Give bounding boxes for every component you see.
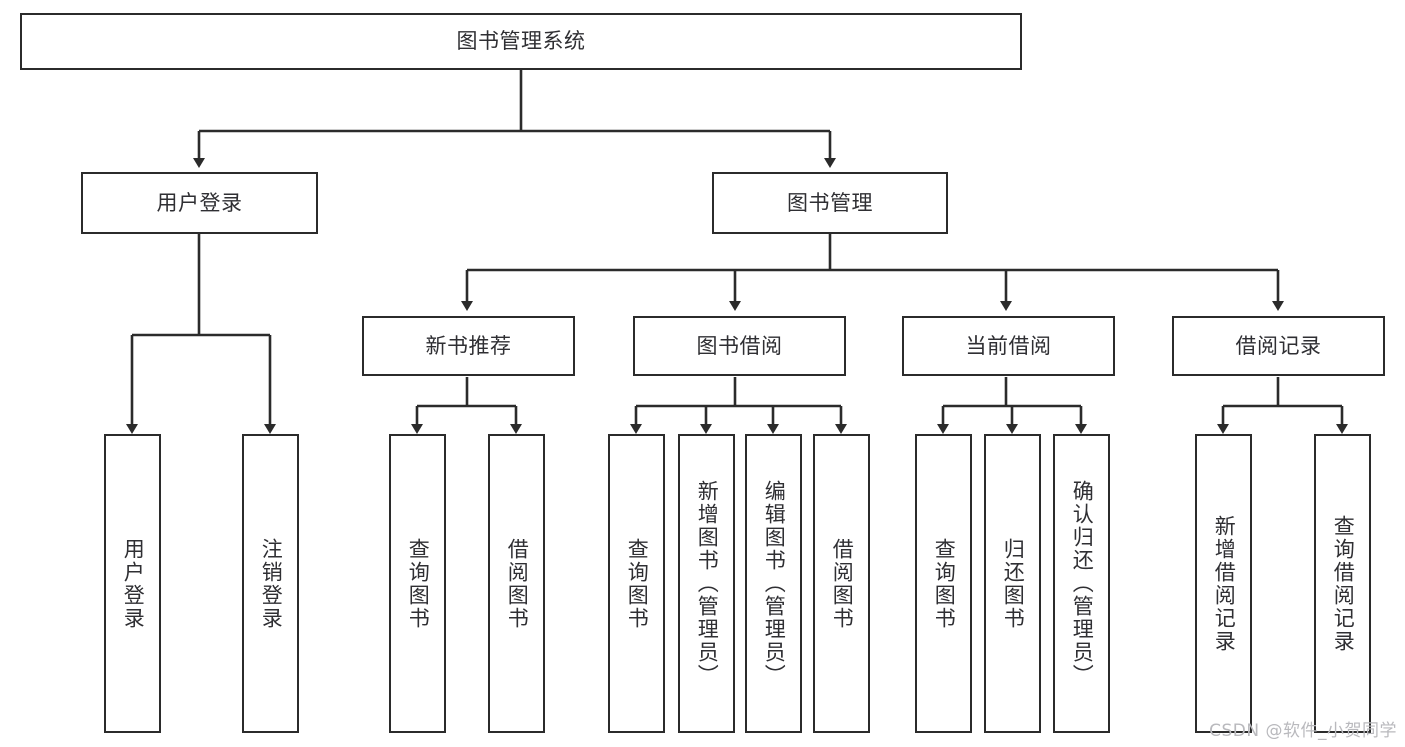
leaf-add-record-label: 新增借阅记录 <box>1212 514 1237 653</box>
leaf-query-book-3[interactable]: 查询图书 <box>915 434 972 733</box>
leaf-query-book-2-label: 查询图书 <box>625 537 650 630</box>
node-borrow-record-label: 借阅记录 <box>1235 333 1322 358</box>
node-new-book-recommend-label: 新书推荐 <box>425 333 512 358</box>
leaf-query-record[interactable]: 查询借阅记录 <box>1314 434 1371 733</box>
node-root[interactable]: 图书管理系统 <box>20 13 1022 70</box>
leaf-query-record-label: 查询借阅记录 <box>1331 514 1356 653</box>
leaf-add-book-label: 新增图书（管理员） <box>695 480 720 687</box>
leaf-borrow-book-2-label: 借阅图书 <box>830 537 855 630</box>
leaf-borrow-book-1-label: 借阅图书 <box>505 537 530 630</box>
csdn-watermark: CSDN @软件_小贺同学 <box>1209 721 1397 741</box>
node-book-borrow-label: 图书借阅 <box>696 333 783 358</box>
leaf-user-login-label: 用户登录 <box>121 537 146 630</box>
leaf-query-book-1-label: 查询图书 <box>406 537 431 630</box>
node-current-borrow[interactable]: 当前借阅 <box>902 316 1115 376</box>
node-book-borrow[interactable]: 图书借阅 <box>633 316 846 376</box>
node-root-label: 图书管理系统 <box>456 29 586 54</box>
node-user-login[interactable]: 用户登录 <box>81 172 318 234</box>
leaf-borrow-book-1[interactable]: 借阅图书 <box>488 434 545 733</box>
node-current-borrow-label: 当前借阅 <box>965 333 1052 358</box>
node-borrow-record[interactable]: 借阅记录 <box>1172 316 1385 376</box>
leaf-user-logout[interactable]: 注销登录 <box>242 434 299 733</box>
leaf-return-book-label: 归还图书 <box>1001 537 1026 630</box>
leaf-add-book[interactable]: 新增图书（管理员） <box>678 434 735 733</box>
leaf-add-record[interactable]: 新增借阅记录 <box>1195 434 1252 733</box>
leaf-query-book-2[interactable]: 查询图书 <box>608 434 665 733</box>
node-new-book-recommend[interactable]: 新书推荐 <box>362 316 575 376</box>
leaf-query-book-1[interactable]: 查询图书 <box>389 434 446 733</box>
leaf-user-login[interactable]: 用户登录 <box>104 434 161 733</box>
node-user-login-label: 用户登录 <box>156 190 243 215</box>
node-book-manage-label: 图书管理 <box>787 190 873 215</box>
leaf-edit-book[interactable]: 编辑图书（管理员） <box>745 434 802 733</box>
leaf-confirm-return[interactable]: 确认归还（管理员） <box>1053 434 1110 733</box>
leaf-query-book-3-label: 查询图书 <box>932 537 957 630</box>
leaf-user-logout-label: 注销登录 <box>259 537 284 630</box>
leaf-confirm-return-label: 确认归还（管理员） <box>1070 480 1095 687</box>
node-book-manage[interactable]: 图书管理 <box>712 172 948 234</box>
leaf-borrow-book-2[interactable]: 借阅图书 <box>813 434 870 733</box>
leaf-return-book[interactable]: 归还图书 <box>984 434 1041 733</box>
leaf-edit-book-label: 编辑图书（管理员） <box>762 480 787 687</box>
